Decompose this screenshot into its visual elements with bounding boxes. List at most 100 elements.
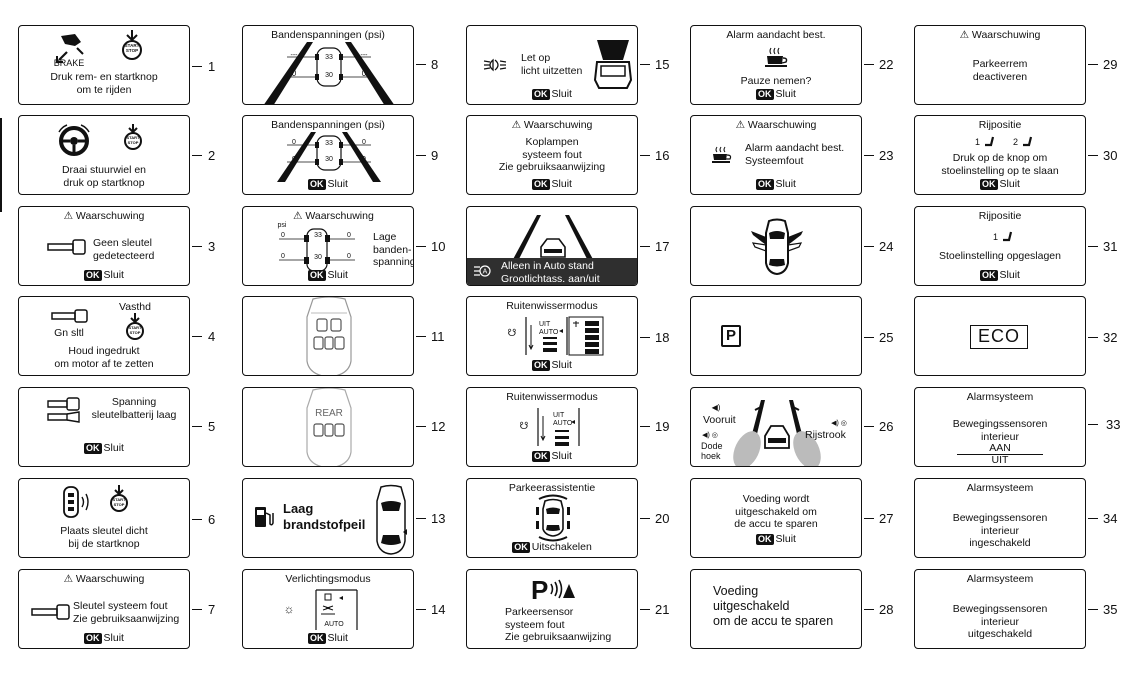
panel-number: 2: [208, 148, 216, 163]
seat-memory-1-label: 1: [993, 232, 999, 242]
panel-title: Alarmsysteem: [966, 482, 1034, 494]
leader-line: [416, 64, 426, 65]
panel-number: 34: [1103, 511, 1118, 526]
tire-pressure-road-graphic: [264, 42, 394, 104]
tire-value-front: 33: [325, 54, 333, 61]
panel-title: Bandenspanningen (psi): [271, 119, 385, 131]
start-stop-button-icon: [126, 313, 144, 340]
panel-23-message: Alarm aandacht best.Systeemfout: [745, 142, 845, 167]
wiper-icon: ☋: [519, 421, 529, 432]
leader-line: [640, 609, 650, 610]
panel-title: Alarmsysteem: [966, 391, 1034, 403]
panel-number: 21: [655, 602, 670, 617]
panel-number: 14: [431, 602, 446, 617]
seat-icon: [985, 136, 995, 147]
option-off[interactable]: UIT: [957, 455, 1043, 466]
seat-memory-1-label: 1: [975, 137, 981, 147]
panel-31-message: Stoelinstelling opgeslagen: [938, 250, 1061, 262]
speaker-icon: ◀): [711, 403, 721, 412]
leader-line: [192, 519, 202, 520]
car-seats-top-view-icon: [306, 297, 352, 375]
leader-line: [192, 66, 202, 67]
svg-text:P: P: [531, 575, 548, 605]
panel-title: Rijpositie: [978, 210, 1022, 222]
panel-number: 20: [655, 511, 670, 526]
panel-title: Ruitenwissermodus: [506, 300, 598, 312]
warning-header: ⚠ Waarschuwing: [735, 119, 817, 131]
key-icon: [31, 604, 70, 620]
leader-line: [192, 155, 202, 156]
panel-number: 1: [208, 59, 216, 74]
leader-line: [864, 518, 874, 519]
leader-line: [864, 64, 874, 65]
panel-number: 10: [431, 239, 446, 254]
key-battery-icon: [47, 397, 80, 423]
panel-title: Rijpositie: [978, 119, 1022, 131]
leader-line: [1088, 64, 1098, 65]
option-on[interactable]: AAN: [957, 443, 1043, 455]
auto-high-beam-icon: A: [474, 265, 491, 277]
hold-label: Vasthd: [119, 301, 151, 313]
psi-unit-label: psi: [277, 222, 287, 229]
wiper-mode-selector: [537, 408, 580, 446]
warning-header: ⚠ Waarschuwing: [63, 573, 145, 585]
panel-number: 23: [879, 148, 894, 163]
headlight-icon: [483, 58, 507, 72]
tire-value-rr: 0: [362, 156, 366, 163]
tire-value-fr: 0: [362, 139, 366, 146]
warning-header: ⚠ Waarschuwing: [293, 210, 374, 222]
tire-value-rear: 30: [325, 156, 333, 163]
start-stop-button-icon: [122, 30, 142, 60]
leader-line: [640, 518, 650, 519]
leader-line: [1088, 609, 1098, 610]
leader-line: [640, 426, 650, 427]
start-stop-button-icon: [110, 485, 128, 512]
car-rear-headlight-beam-icon: [593, 40, 633, 89]
brake-foot-icon: [56, 34, 84, 63]
car-top-view-icon: [376, 484, 407, 555]
tire-pressure-car-graphic: [279, 228, 355, 272]
leader-line: [416, 609, 426, 610]
display-panel-23: ⚠ Waarschuwing Alarm aandacht best.Syste…: [690, 115, 862, 195]
leader-line: [416, 155, 426, 156]
leader-line: [192, 246, 202, 247]
leader-line: [1088, 155, 1098, 156]
leader-line: [192, 609, 202, 610]
tire-value-rr: 0: [347, 253, 351, 260]
coffee-cup-icon: [712, 146, 732, 163]
svg-text:A: A: [483, 269, 488, 276]
tire-value-rear: 30: [325, 72, 333, 79]
display-panel-24: [690, 206, 862, 286]
